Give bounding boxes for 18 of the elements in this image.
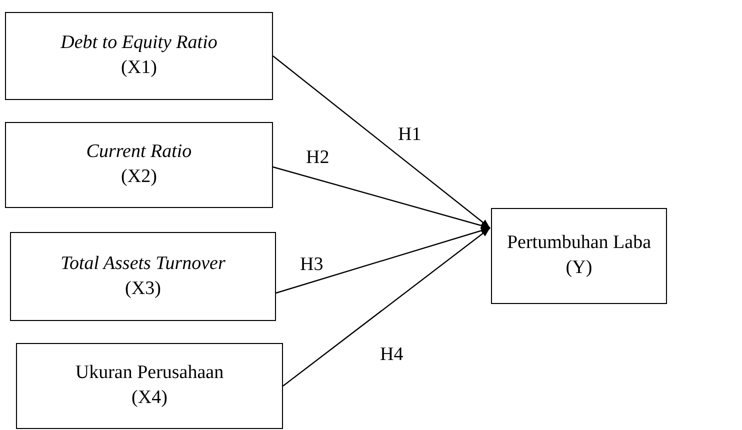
node-text: (X2): [121, 165, 157, 189]
arrow: [282, 228, 490, 386]
node-text: (X1): [121, 56, 157, 80]
variable-box: [10, 232, 276, 321]
variable-box: [16, 343, 283, 429]
arrow: [272, 56, 490, 228]
arrow: [272, 166, 490, 230]
node-text: Total Assets Turnover (X3): [60, 252, 226, 300]
node-text: Ukuran Perusahaan: [75, 361, 224, 386]
variable-box: [5, 122, 273, 208]
variable-box: [5, 12, 273, 100]
node-text: Debt to Equity Ratio: [60, 31, 218, 56]
arrow: [276, 227, 490, 294]
node-text: (Y): [566, 256, 592, 280]
variable-box: [491, 208, 667, 304]
node-text: Current Ratio: [86, 140, 192, 164]
node-text: (X4): [132, 386, 168, 410]
node-text: Pertumbuhan Laba: [506, 231, 652, 256]
